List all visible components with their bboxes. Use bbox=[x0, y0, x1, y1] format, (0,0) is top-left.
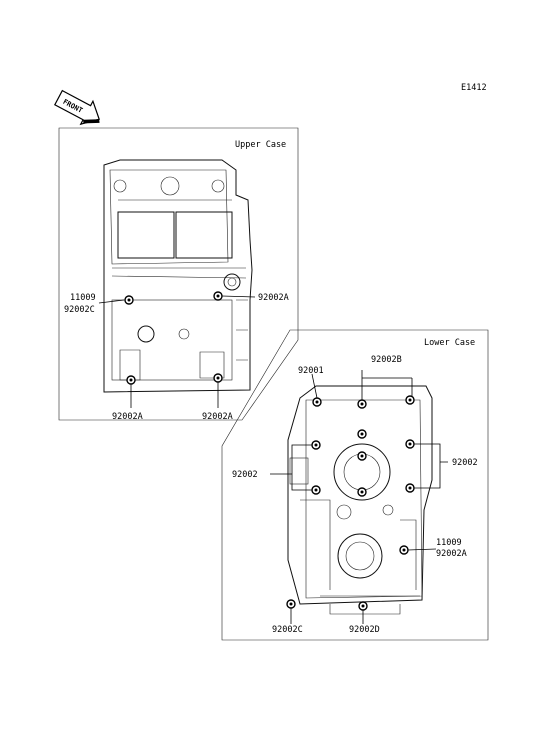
upper-label-92002a-bottom-right: 92002A bbox=[202, 412, 233, 422]
upper-label-92002c: 92002C bbox=[64, 305, 95, 315]
lower-case-title: Lower Case bbox=[424, 338, 475, 348]
upper-case-drawing bbox=[103, 159, 253, 393]
upper-label-92002a-bottom-left: 92002A bbox=[112, 412, 143, 422]
lower-label-92002-right: 92002 bbox=[452, 458, 478, 468]
lower-label-92002a: 92002A bbox=[436, 549, 467, 559]
lower-label-11009: 11009 bbox=[436, 538, 462, 548]
diagram-code: E1412 bbox=[461, 83, 487, 93]
upper-label-92002a-right: 92002A bbox=[258, 293, 289, 303]
lower-case-drawing bbox=[286, 385, 433, 615]
lower-label-92002c: 92002C bbox=[272, 625, 303, 635]
upper-case-frame bbox=[58, 127, 299, 421]
front-arrow-icon: FRONT bbox=[54, 89, 100, 126]
lower-label-92001: 92001 bbox=[298, 366, 324, 376]
lower-case-frame bbox=[221, 329, 489, 641]
lower-label-92002d: 92002D bbox=[349, 625, 380, 635]
lower-label-92002-left: 92002 bbox=[232, 470, 258, 480]
lower-label-92002b: 92002B bbox=[371, 355, 402, 365]
upper-label-11009: 11009 bbox=[70, 293, 96, 303]
upper-case-title: Upper Case bbox=[235, 140, 286, 150]
